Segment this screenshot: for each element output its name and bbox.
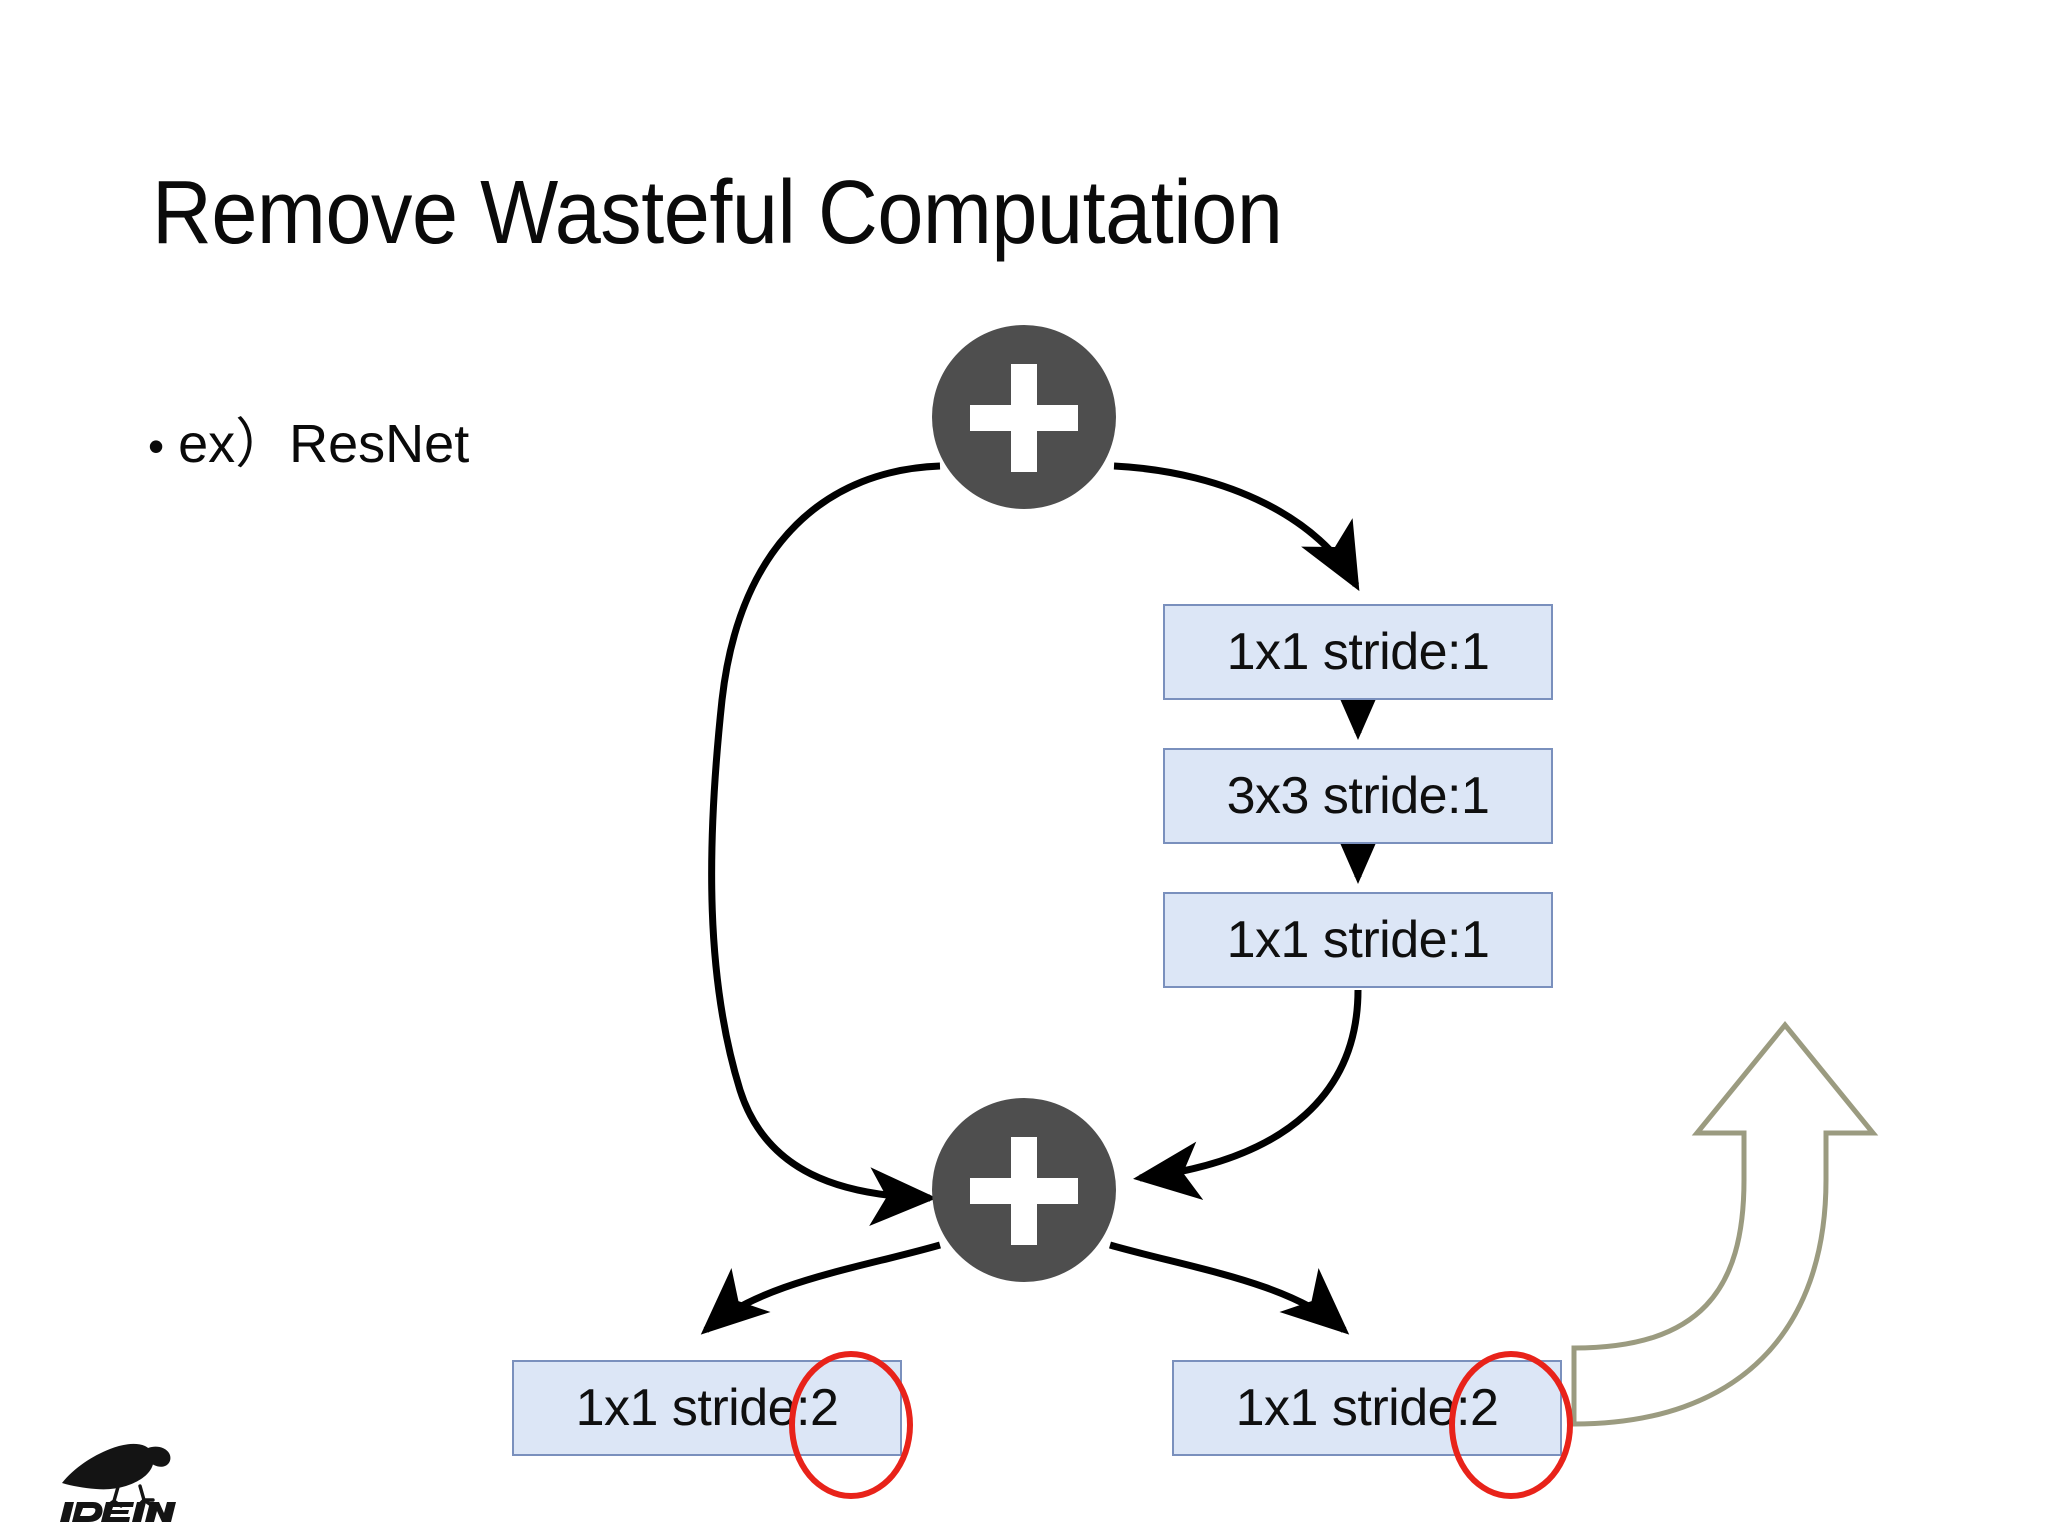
idein-wordmark xyxy=(60,1502,176,1522)
add-node-bottom[interactable] xyxy=(932,1098,1116,1282)
op-box-label: 3x3 stride:1 xyxy=(1226,767,1490,825)
arrow-conv3-to-add-bottom xyxy=(1133,989,1362,1200)
op-box-label: 1x1 stride:1 xyxy=(1226,623,1490,681)
arrow-add-bottom-to-conv4 xyxy=(700,1241,941,1335)
highlight-ellipse-conv-5 xyxy=(1449,1351,1573,1499)
plus-icon-vertical-bar xyxy=(1011,1137,1037,1245)
bullet-marker-icon: • xyxy=(148,420,165,472)
crow-beak-icon xyxy=(148,1446,171,1467)
arrow-top-to-conv1 xyxy=(1113,462,1360,592)
arrow-skip-connection-left xyxy=(708,462,941,1227)
op-box-conv-3[interactable]: 1x1 stride:1 xyxy=(1163,892,1553,988)
highlight-ellipse-conv-4 xyxy=(789,1351,913,1499)
add-node-top[interactable] xyxy=(932,325,1116,509)
callout-arrow-icon xyxy=(1571,1021,1879,1427)
crow-icon xyxy=(62,1443,154,1490)
idein-logo xyxy=(60,1443,176,1522)
arrow-add-bottom-to-conv5 xyxy=(1109,1241,1350,1335)
op-box-conv-1[interactable]: 1x1 stride:1 xyxy=(1163,604,1553,700)
plus-icon-vertical-bar xyxy=(1011,364,1037,472)
op-box-conv-2[interactable]: 3x3 stride:1 xyxy=(1163,748,1553,844)
bullet-item-label: ex）ResNet xyxy=(178,414,470,474)
op-box-label: 1x1 stride:1 xyxy=(1226,911,1490,969)
page-title: Remove Wasteful Computation xyxy=(152,163,1283,263)
bullet-list-item: • ex）ResNet xyxy=(148,417,469,471)
